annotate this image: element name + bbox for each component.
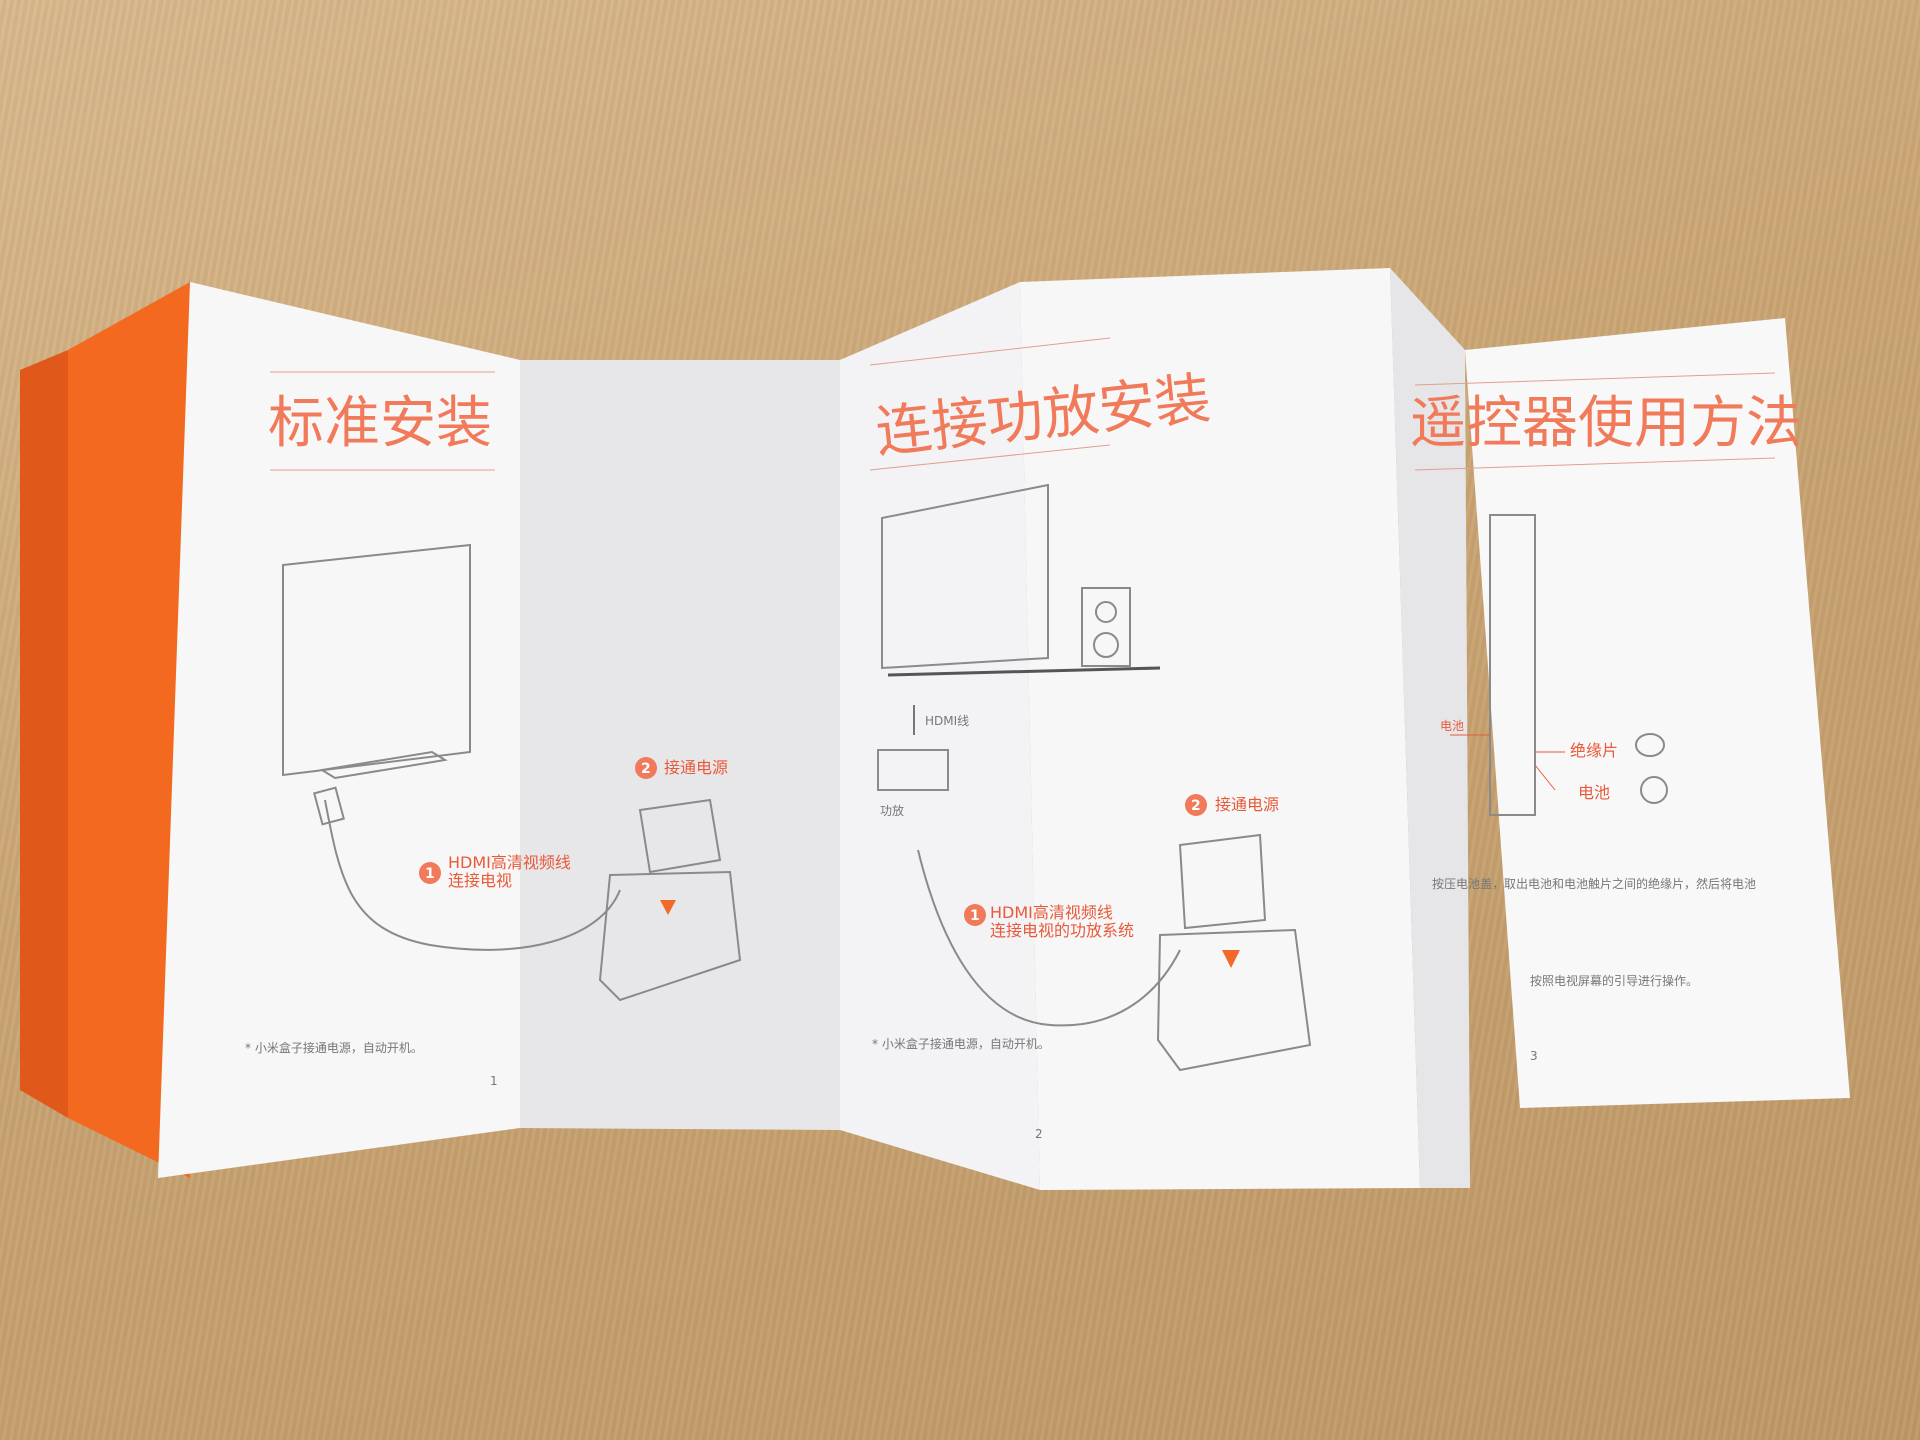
panel2-note: * 小米盒子接通电源，自动开机。 xyxy=(872,1036,1050,1051)
step-badge-2a xyxy=(964,904,986,926)
step-number-1a: 1 xyxy=(425,866,435,882)
panel3-page: 3 xyxy=(1530,1049,1538,1063)
speaker xyxy=(1081,587,1131,667)
hdmi-cable-1 xyxy=(324,799,621,951)
hdmi-plug-1 xyxy=(313,786,345,826)
step-number-1b: 2 xyxy=(641,761,651,777)
step-badge-2b xyxy=(1185,794,1207,816)
battery-icon xyxy=(1640,776,1668,804)
power-strip-2 xyxy=(1156,928,1312,1072)
battery-label: 电池 xyxy=(1578,783,1610,802)
down-arrow-1 xyxy=(660,900,676,915)
insulator-icon xyxy=(1635,733,1665,757)
manual-panel-4 xyxy=(1020,268,1420,1190)
tv-illustration-2 xyxy=(881,483,1049,670)
orange-box xyxy=(68,282,190,1178)
panel2-step1b: 连接电视的功放系统 xyxy=(990,921,1134,940)
panel2-step1: HDMI高清视频线 xyxy=(990,903,1113,922)
tv-stand-1 xyxy=(319,750,448,780)
panel2-page: 2 xyxy=(1035,1127,1043,1141)
insulator-label: 绝缘片 xyxy=(1570,741,1618,760)
manual-panel-6 xyxy=(1465,318,1850,1108)
power-strip-1 xyxy=(598,870,742,1002)
mibox-1 xyxy=(638,798,722,874)
step-badge-1a xyxy=(419,862,441,884)
panel1-step1: HDMI高清视频线 xyxy=(448,853,571,872)
mibox-2 xyxy=(1178,833,1267,930)
panel1-note: * 小米盒子接通电源，自动开机。 xyxy=(245,1040,423,1055)
panel2-step2: 接通电源 xyxy=(1215,795,1279,814)
title-panel-1: 标准安装 xyxy=(268,391,492,456)
hdmi-label: HDMI线 xyxy=(925,714,969,728)
panel1-step1b: 连接电视 xyxy=(448,871,512,890)
panel1-page: 1 xyxy=(490,1074,498,1088)
manual-panel-1 xyxy=(158,282,520,1178)
amplifier xyxy=(877,749,949,791)
step-number-2b: 2 xyxy=(1191,798,1201,814)
remote-illustration xyxy=(1489,514,1536,816)
title-panel-3: 遥控器使用方法 xyxy=(1410,391,1802,456)
remote-para-2: 按照电视屏幕的引导进行操作。 xyxy=(1530,973,1698,988)
side-label: 电池 xyxy=(1440,719,1464,733)
manual-panel-2 xyxy=(520,360,840,1130)
amp-label: 功放 xyxy=(880,803,904,818)
remote-para-1: 按压电池盖，取出电池和电池触片之间的绝缘片，然后将电池 xyxy=(1432,876,1756,891)
hdmi-cable-2 xyxy=(917,849,1181,1027)
orange-box-side xyxy=(20,350,68,1118)
manual-panel-5 xyxy=(1390,268,1470,1188)
step-badge-1b xyxy=(635,757,657,779)
step-number-2a: 1 xyxy=(970,908,980,924)
tv-illustration-1 xyxy=(282,543,471,777)
down-arrow-2 xyxy=(1222,950,1240,968)
panel1-step2: 接通电源 xyxy=(664,758,728,777)
manual-panel-3 xyxy=(840,282,1040,1190)
